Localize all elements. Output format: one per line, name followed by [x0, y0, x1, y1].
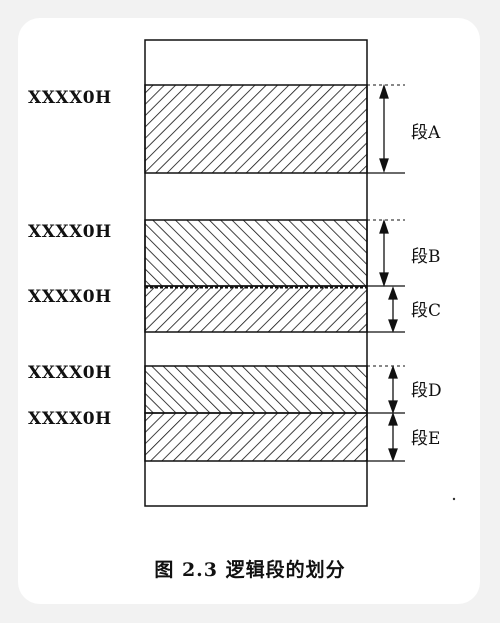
segment-a-label: 段A [411, 123, 441, 143]
address-label-c: XXXX0H [28, 287, 112, 307]
figure-caption: 图 2.3 逻辑段的划分 [154, 559, 346, 581]
segment-d-label: 段D [411, 381, 442, 401]
stray-dot [452, 497, 456, 501]
address-label-d: XXXX0H [28, 363, 112, 383]
segment-a-block [144, 84, 368, 174]
segment-c-block [144, 285, 368, 333]
address-label-e: XXXX0H [28, 409, 112, 429]
boundary-lines-solid [367, 172, 405, 462]
segment-a-arrow [379, 83, 389, 174]
segment-c-label: 段C [411, 301, 442, 321]
segment-c-arrow [388, 286, 398, 333]
segment-e-block [144, 412, 368, 462]
segment-d-block [144, 365, 368, 414]
address-label-a: XXXX0H [28, 88, 112, 108]
segment-b-arrow [379, 218, 389, 288]
segment-e-arrow [388, 412, 398, 462]
boundary-lines [367, 84, 405, 367]
segment-d-arrow [388, 365, 398, 414]
segment-b-block [144, 219, 368, 287]
segment-b-label: 段B [411, 247, 441, 267]
segment-e-label: 段E [411, 429, 441, 449]
address-label-b: XXXX0H [28, 222, 112, 242]
